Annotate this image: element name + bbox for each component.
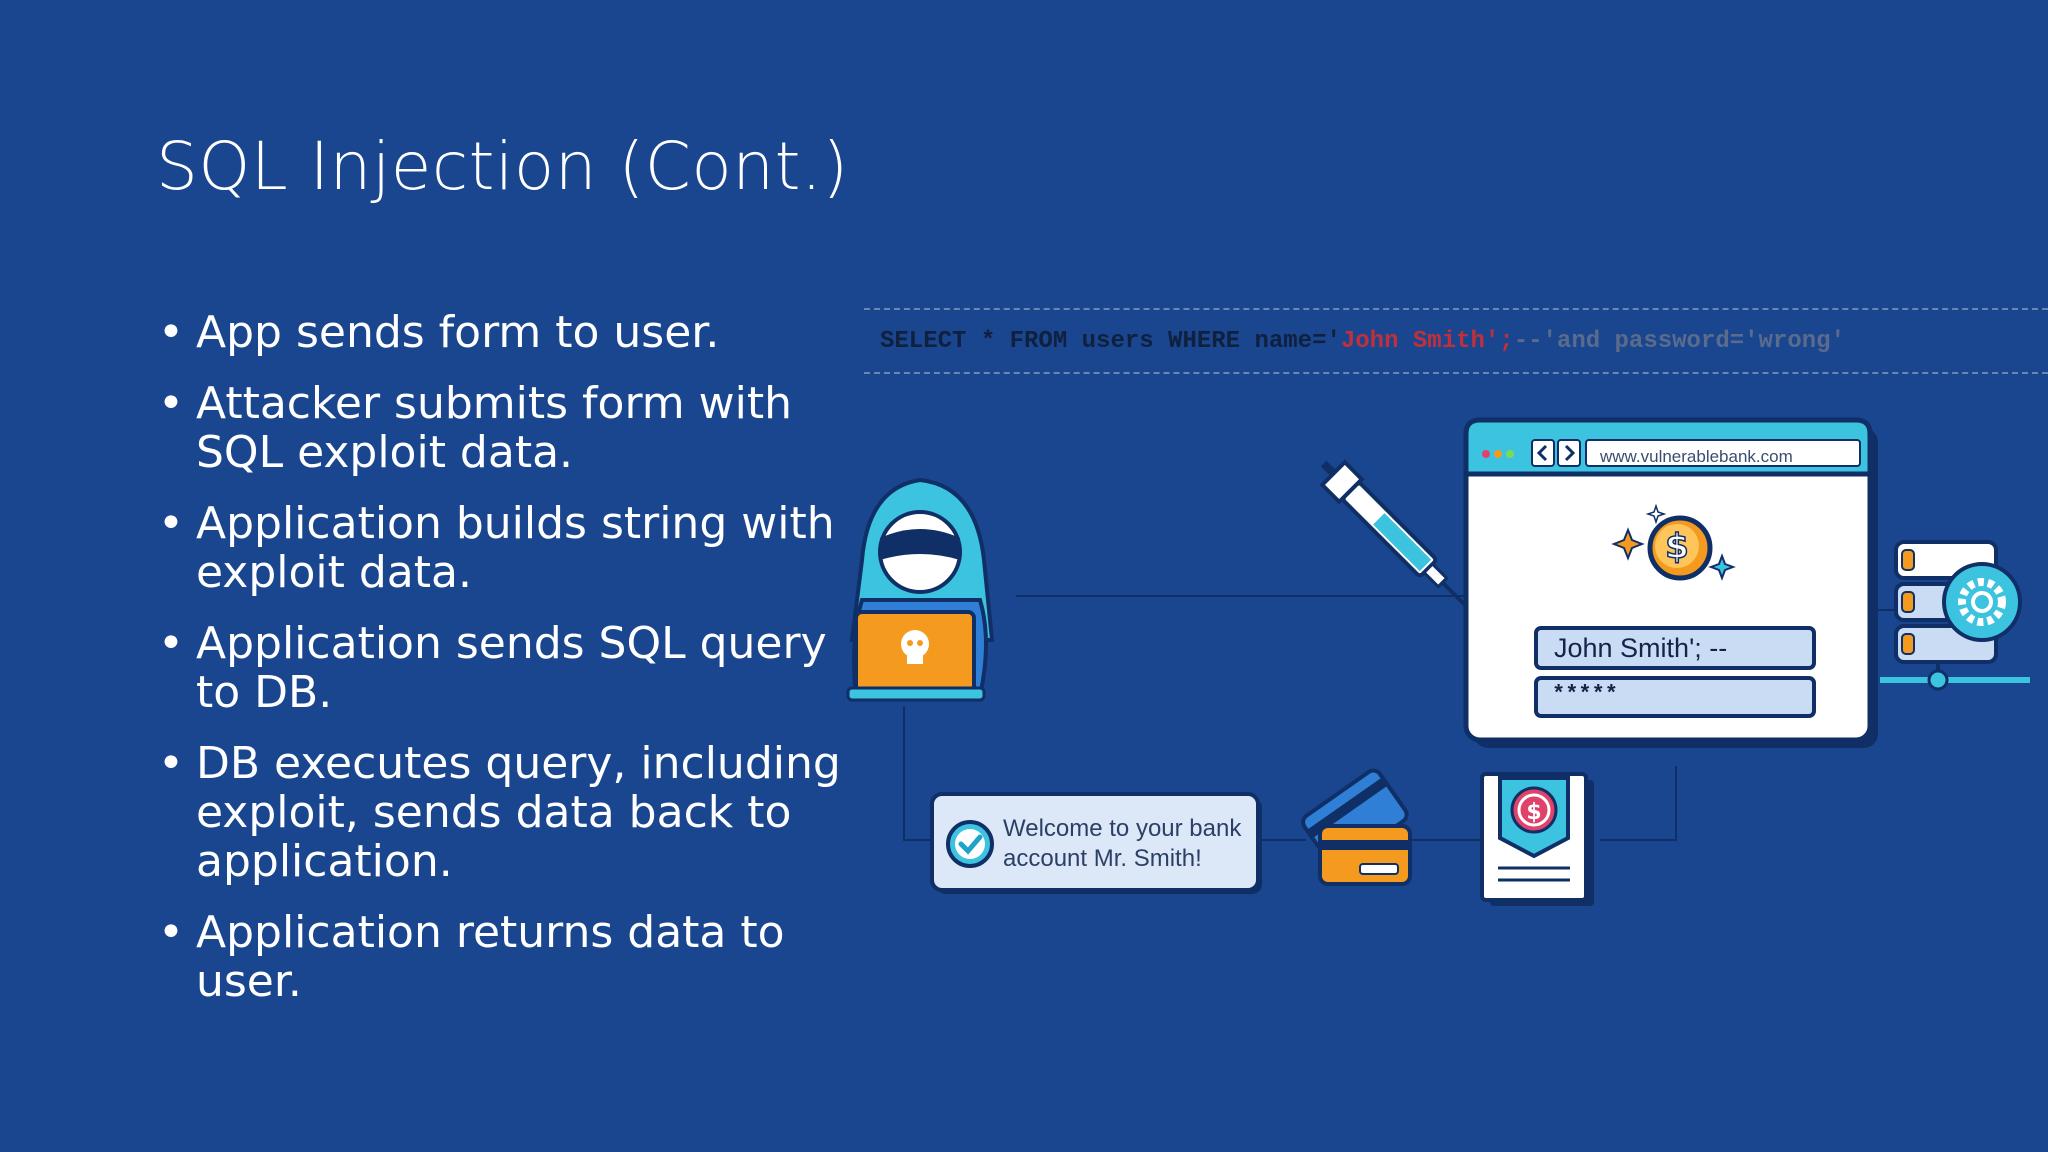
slide-title: SQL Injection (Cont.) — [156, 128, 849, 205]
bullet-item: •Application sends SQL query to DB. — [156, 619, 856, 717]
browser-url: www.vulnerablebank.com — [1600, 447, 1793, 466]
sql-query-suffix: and password='wrong' — [1556, 327, 1845, 355]
coin-icon: $ — [1611, 503, 1736, 581]
bullet-marker: • — [158, 307, 184, 358]
sql-injected-value: John Smith'; — [1340, 327, 1514, 355]
bullet-marker: • — [158, 738, 184, 789]
name-field: John Smith'; -- — [1554, 633, 1728, 663]
gear-icon — [1942, 562, 2022, 642]
credit-card-icon — [1301, 768, 1412, 886]
bullet-marker: • — [158, 907, 184, 958]
syringe-icon — [1319, 459, 1470, 610]
sql-query-prefix: SELECT * FROM users WHERE name=' — [880, 327, 1341, 355]
bullet-text: Application sends SQL query to DB. — [196, 618, 827, 718]
password-field: ***** — [1552, 682, 1619, 707]
bullet-item: •Application returns data to user. — [156, 908, 856, 1006]
bank-statement-icon: $ — [1480, 772, 1594, 906]
bullet-item: •Attacker submits form with SQL exploit … — [156, 379, 856, 477]
welcome-message: Welcome to your bank account Mr. Smith! — [1003, 815, 1242, 872]
svg-text:$: $ — [1526, 800, 1541, 825]
browser-window-icon — [1463, 417, 1878, 748]
svg-text:$: $ — [1665, 527, 1689, 567]
bullet-marker: • — [158, 618, 184, 669]
welcome-card — [930, 792, 1262, 894]
bullet-list: •App sends form to user. •Attacker submi… — [156, 308, 856, 1028]
sql-comment: --' — [1513, 327, 1557, 355]
bullet-item: •DB executes query, including exploit, s… — [156, 739, 856, 886]
checkmark-icon — [946, 820, 994, 868]
hacker-icon — [846, 477, 995, 702]
sql-query-banner: SELECT * FROM users WHERE name='John Smi… — [864, 308, 2048, 374]
connector-lines — [903, 595, 1900, 841]
bullet-text: DB executes query, including exploit, se… — [196, 738, 841, 887]
bullet-item: •App sends form to user. — [156, 308, 856, 357]
bullet-text: Application builds string with exploit d… — [196, 498, 835, 598]
bullet-marker: • — [158, 378, 184, 429]
bullet-text: App sends form to user. — [196, 307, 720, 358]
bullet-text: Application returns data to user. — [196, 907, 785, 1007]
bullet-item: •Application builds string with exploit … — [156, 499, 856, 597]
bullet-marker: • — [158, 498, 184, 549]
bullet-text: Attacker submits form with SQL exploit d… — [196, 378, 792, 478]
